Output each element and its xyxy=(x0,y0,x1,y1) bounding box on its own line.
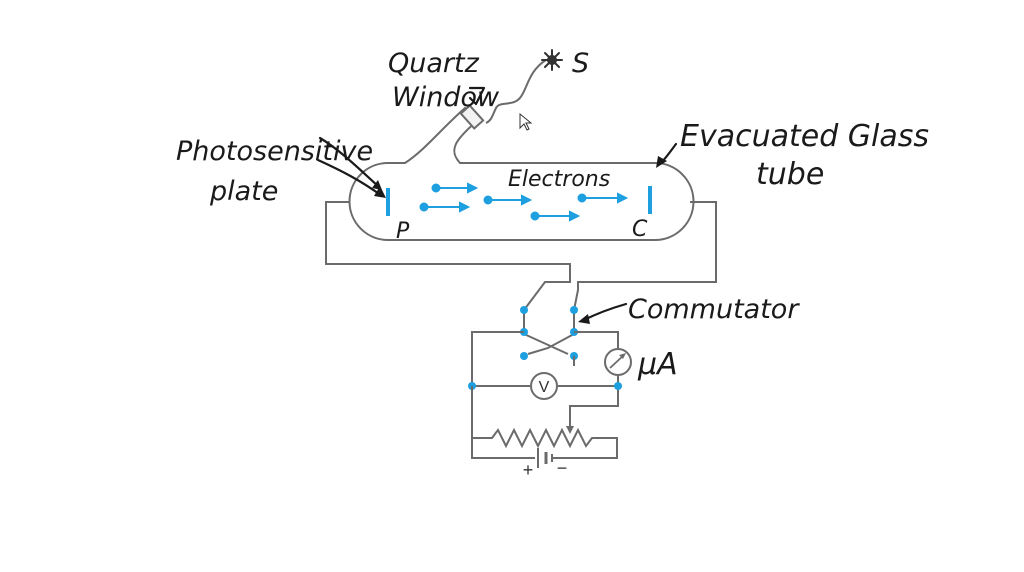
electrons-label: Electrons xyxy=(508,167,610,192)
microammeter-label: μA xyxy=(637,347,678,382)
mouse-cursor-icon xyxy=(519,112,533,131)
wire-commutator-right xyxy=(574,331,619,348)
microammeter xyxy=(604,348,632,376)
plate-p-label: P xyxy=(396,219,410,244)
photosensitive-plate-label-line1: Photosensitive xyxy=(176,136,373,167)
evacuated-tube-arrowhead xyxy=(656,156,667,168)
voltmeter: V xyxy=(530,372,558,400)
quartz-window-label-line1: Quartz xyxy=(388,48,480,79)
photosensitive-plate-label-line2: plate xyxy=(209,176,278,207)
electron xyxy=(431,182,479,194)
quartz-window-label-line2: Window xyxy=(392,82,500,113)
commutator-arrowhead xyxy=(578,314,590,324)
source-label: S xyxy=(572,48,589,79)
battery xyxy=(537,448,553,468)
plate-c-label: C xyxy=(632,217,648,242)
quartz-window-arrow xyxy=(468,86,486,106)
electron-flow xyxy=(419,182,629,222)
evacuated-tube-label-line1: Evacuated Glass xyxy=(680,119,929,154)
photosensitive-plate-arrowhead xyxy=(374,186,386,198)
wire-from-plate-c xyxy=(573,201,717,311)
commutator-label: Commutator xyxy=(628,294,800,325)
quartz-window xyxy=(459,104,485,130)
commutator xyxy=(520,306,578,360)
battery-minus-label: − xyxy=(557,458,568,478)
external-circuit: V + − xyxy=(325,201,717,480)
photosensitive-plate-p xyxy=(386,188,390,216)
commutator-arrow xyxy=(582,302,628,322)
electron xyxy=(530,210,581,222)
battery-plus-label: + xyxy=(523,460,534,480)
collector-plate-c xyxy=(648,186,652,214)
photosensitive-plate-arrow xyxy=(316,158,384,198)
light-ray-path xyxy=(485,59,547,124)
voltmeter-symbol: V xyxy=(539,379,550,396)
wire-from-plate-p xyxy=(325,201,571,311)
wire-commutator-left xyxy=(471,331,524,386)
electron xyxy=(419,201,471,213)
evacuated-glass-tube xyxy=(348,104,695,241)
rheostat xyxy=(472,427,596,449)
electron xyxy=(577,192,629,204)
light-source-star-icon xyxy=(541,49,563,71)
electron xyxy=(483,194,533,206)
evacuated-tube-label-line2: tube xyxy=(756,157,824,192)
